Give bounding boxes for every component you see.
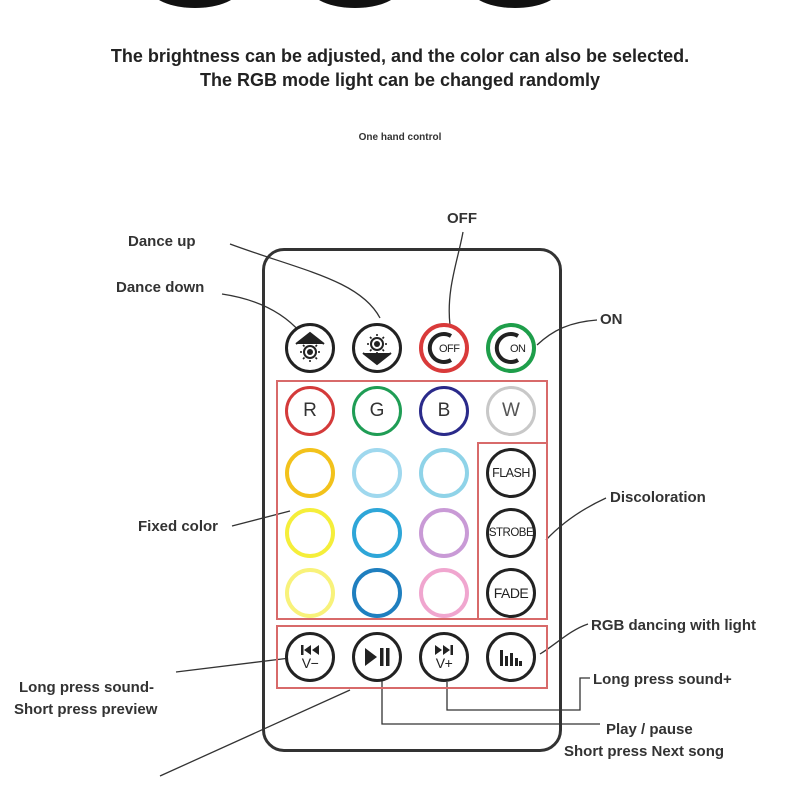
leader-off (448, 231, 464, 326)
flash-button[interactable]: FLASH (486, 448, 536, 498)
play-pause-button[interactable] (352, 632, 402, 682)
play-pause-icon (365, 648, 390, 666)
power-icon (427, 332, 453, 364)
cropped-title-fragment (150, 0, 670, 8)
callout-short-press-next: Short press Next song (564, 743, 725, 760)
callout-off: OFF (447, 210, 477, 227)
callout-long-press-sound-minus: Long press sound- (19, 679, 154, 696)
leader-discoloration (545, 497, 607, 541)
headline-line-2: The RGB mode light can be changed random… (199, 70, 601, 90)
strobe-button-label: STROBE (488, 527, 534, 539)
sun-down-icon (362, 334, 392, 366)
callout-discoloration: Discoloration (610, 489, 706, 506)
dance-up-button[interactable] (285, 323, 335, 373)
fixed-color-button[interactable] (419, 508, 469, 558)
dance-down-button[interactable] (352, 323, 402, 373)
blue-button[interactable]: B (419, 386, 469, 436)
red-button-label: R (303, 400, 317, 421)
remote-control-body (262, 248, 562, 752)
fixed-color-button[interactable] (419, 448, 469, 498)
blue-button-label: B (437, 400, 451, 421)
green-button[interactable]: G (352, 386, 402, 436)
next-volume-up-button[interactable]: V+ (419, 632, 469, 682)
fade-button-label: FADE (493, 585, 529, 601)
discoloration-group-outline (477, 442, 548, 620)
green-button-label: G (369, 400, 385, 421)
volume-down-label: V− (301, 655, 319, 671)
fixed-color-button[interactable] (352, 448, 402, 498)
callout-dance-up: Dance up (128, 233, 196, 250)
leader-sound-minus (175, 657, 291, 673)
leader-play-pause (381, 680, 600, 725)
callout-short-press-preview: Short press preview (14, 701, 158, 718)
next-track-icon (435, 645, 453, 655)
leader-dance-up (229, 243, 381, 319)
white-button-label: W (502, 400, 520, 421)
callout-dance-down: Dance down (116, 279, 205, 296)
leader-rgb-dancing (539, 623, 589, 655)
leader-on (536, 319, 598, 346)
callout-play-pause: Play / pause (606, 721, 693, 738)
leader-sound-plus (446, 677, 590, 711)
fixed-color-button[interactable] (352, 508, 402, 558)
leader-fixed-color (231, 510, 291, 527)
callout-fixed-color: Fixed color (138, 518, 219, 535)
on-button-label: ON (510, 343, 526, 355)
fixed-color-button[interactable] (285, 508, 335, 558)
white-button[interactable]: W (486, 386, 536, 436)
fixed-color-button[interactable] (285, 448, 335, 498)
sun-up-icon (295, 331, 325, 362)
leader-preview (159, 689, 351, 777)
callout-rgb-dancing: RGB dancing with light (591, 617, 756, 634)
fixed-color-button[interactable] (285, 568, 335, 618)
fixed-color-button[interactable] (352, 568, 402, 618)
callout-on: ON (600, 311, 623, 328)
headline-line-1: The brightness can be adjusted, and the … (110, 46, 690, 66)
on-button[interactable]: ON (486, 323, 536, 373)
equalizer-icon (500, 650, 522, 666)
music-group-outline (276, 625, 548, 689)
red-button[interactable]: R (285, 386, 335, 436)
fixed-color-button[interactable] (419, 568, 469, 618)
prev-track-icon (301, 645, 319, 655)
previous-volume-down-button[interactable]: V− (285, 632, 335, 682)
fade-button[interactable]: FADE (486, 568, 536, 618)
strobe-button[interactable]: STROBE (486, 508, 536, 558)
rgb-dancing-button[interactable] (486, 632, 536, 682)
volume-up-label: V+ (435, 655, 453, 671)
subtitle: One hand control (358, 132, 442, 143)
flash-button-label: FLASH (492, 466, 530, 480)
off-button-label: OFF (439, 343, 460, 355)
power-icon (494, 332, 520, 364)
callout-long-press-sound-plus: Long press sound+ (593, 671, 732, 688)
off-button[interactable]: OFF (419, 323, 469, 373)
